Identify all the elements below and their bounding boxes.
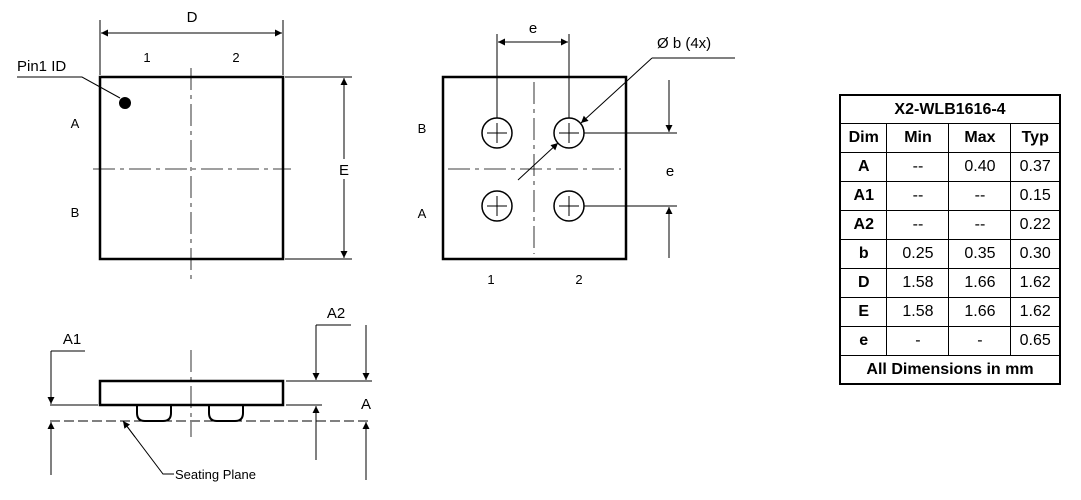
table-row: e - - 0.65 [839,326,1061,356]
seating-plane-label: Seating Plane [175,467,256,482]
table-cell: A2 [839,210,888,240]
solder-ball-b1 [481,117,513,149]
table-cell: 1.66 [948,268,1012,298]
top-view: Pin1 ID D E 1 2 A B [17,9,353,281]
seating-plane-arrow [122,420,136,438]
table-title: X2-WLB1616-4 [839,94,1061,124]
table-cell: e [839,326,888,356]
column-header-max: Max [948,123,1012,153]
pin1-id-leader [17,76,121,99]
dimension-e-label: E [339,162,349,179]
table-cell: A1 [839,181,888,211]
table-row: A1 -- -- 0.15 [839,181,1061,211]
table-cell: 1.58 [886,268,950,298]
bottom-view-body [441,75,628,261]
top-view-row-a: A [71,116,80,131]
side-view-body [98,379,285,407]
column-header-min: Min [886,123,950,153]
table-cell: 0.30 [1010,239,1061,269]
bottom-view-column-1: 1 [487,272,494,287]
pitch-right-label: e [666,163,674,180]
table-cell: - [886,326,950,356]
bottom-view-row-a: A [418,206,427,221]
table-footer-row: All Dimensions in mm [839,355,1061,385]
table-row: b 0.25 0.35 0.30 [839,239,1061,269]
table-row: E 1.58 1.66 1.62 [839,297,1061,327]
solder-ball-a1 [481,190,513,222]
dimension-a2-label: A2 [327,305,345,322]
bottom-view-row-b: B [418,121,427,136]
side-view-ball-right [208,405,244,422]
table-row: D 1.58 1.66 1.62 [839,268,1061,298]
solder-ball-b2 [553,117,585,149]
table-footer: All Dimensions in mm [839,355,1061,385]
seating-plane-leader [122,420,174,475]
table-cell: 0.25 [886,239,950,269]
table-cell: 0.37 [1010,152,1061,182]
top-view-body [98,75,285,261]
top-view-row-b: B [71,205,80,220]
pin1-id-dot [119,97,131,109]
ball-diameter-label: Ø b (4x) [657,35,711,52]
table-cell: E [839,297,888,327]
table-cell: 1.58 [886,297,950,327]
dimension-table: X2-WLB1616-4 Dim Min Max Typ A -- 0.40 0… [839,94,1061,385]
table-cell: D [839,268,888,298]
table-cell: 1.62 [1010,268,1061,298]
table-cell: 0.40 [948,152,1012,182]
table-cell: -- [948,181,1012,211]
table-cell: 0.15 [1010,181,1061,211]
top-view-column-2: 2 [232,50,239,65]
table-cell: -- [948,210,1012,240]
dimension-a-label: A [361,396,371,413]
table-cell: - [948,326,1012,356]
table-row: A -- 0.40 0.37 [839,152,1061,182]
dimension-a1-label: A1 [63,331,81,348]
table-cell: -- [886,181,950,211]
ball-diameter-arrow-outer [580,57,653,124]
bottom-view: e e Ø b (4x) B A 1 2 [418,20,735,287]
solder-ball-a2 [553,190,585,222]
table-header-row: Dim Min Max Typ [839,123,1061,153]
table-cell: A [839,152,888,182]
table-cell: -- [886,210,950,240]
top-view-column-1: 1 [143,50,150,65]
table-row: A2 -- -- 0.22 [839,210,1061,240]
bottom-view-column-2: 2 [575,272,582,287]
table-cell: -- [886,152,950,182]
table-cell: 1.62 [1010,297,1061,327]
column-header-typ: Typ [1010,123,1061,153]
dimension-e-label-bg [335,159,353,179]
ball-diameter-arrow-inner [517,142,559,181]
column-header-dim: Dim [839,123,888,153]
side-view-ball-left [136,405,172,422]
table-cell: b [839,239,888,269]
pitch-top-label: e [529,20,537,37]
table-cell: 0.65 [1010,326,1061,356]
dimension-d-label: D [187,9,198,26]
pin1-id-label: Pin1 ID [17,58,66,75]
table-title-row: X2-WLB1616-4 [839,94,1061,124]
table-cell: 0.22 [1010,210,1061,240]
table-cell: 0.35 [948,239,1012,269]
side-view: A1 A2 A Seating Plane [47,305,372,482]
table-cell: 1.66 [948,297,1012,327]
